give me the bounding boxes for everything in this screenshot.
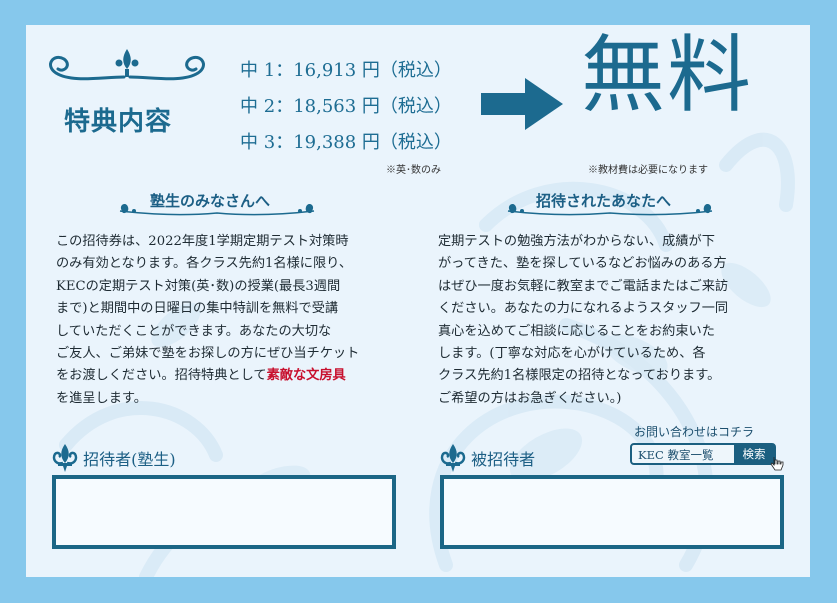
colon: ： [275, 96, 294, 117]
benefit-title: 特典内容 [64, 107, 173, 137]
invitee-label-row: 被招待者 [440, 443, 535, 473]
paragraph-line: ご希望の方はお急ぎください。) [438, 390, 622, 406]
price-value: 18,563 円 [293, 96, 380, 117]
school-search-box[interactable]: KEC 教室一覧 検索 [630, 443, 776, 465]
paragraph-line: がってきた、塾を探しているなどお悩みのある方 [438, 256, 727, 272]
paragraph-line: まで)と期間中の日曜日の集中特訓を無料で受講 [56, 301, 339, 317]
paragraph-line: 真心を込めてご相談に応じることをお約束いた [438, 323, 715, 339]
invitation-card: 特典内容 中 1：16,913 円（税込） 中 2：18,563 円（税込） 中… [26, 25, 810, 577]
title-ornament-icon [49, 49, 205, 81]
pointer-cursor-icon [770, 457, 784, 471]
grade-label: 中 2 [240, 96, 276, 117]
paragraph-line: KECの定期テスト対策(英･数)の授業(最長3週間 [56, 278, 341, 294]
colon: ： [275, 132, 294, 153]
price-row-grade2: 中 2：18,563 円（税込） [240, 89, 452, 125]
price-value: 16,913 円 [293, 60, 380, 81]
right-section-heading: 招待されたあなたへ [536, 192, 672, 210]
inviter-label: 招待者(塾生) [83, 450, 176, 469]
colon: ： [275, 60, 294, 81]
free-text: 無料 [581, 26, 754, 124]
title-block: 特典内容 [42, 43, 212, 153]
tax-label: （税込） [379, 60, 452, 81]
inviter-label-row: 招待者(塾生) [52, 443, 176, 473]
price-row-grade1: 中 1：16,913 円（税込） [240, 53, 452, 89]
search-keywords: KEC 教室一覧 [638, 448, 714, 462]
paragraph-line: この招待券は、2022年度1学期定期テスト対策時 [56, 234, 349, 249]
paragraph-line: ご友人、ご弟妹で塾をお探しの方にぜひ当チケット [56, 346, 360, 362]
left-heading-ornament-icon [119, 204, 315, 216]
grade-label: 中 3 [240, 132, 276, 153]
price-row-grade3: 中 3：19,388 円（税込） [240, 125, 452, 161]
left-paragraph: この招待券は、2022年度1学期定期テスト対策時 のみ有効となります。各クラス先… [56, 231, 406, 410]
right-arrow-icon [481, 78, 563, 130]
right-paragraph: 定期テストの勉強方法がわからない、成績が下 がってきた、塾を探しているなどお悩み… [438, 231, 798, 410]
inviter-name-box[interactable] [52, 475, 396, 549]
left-section-heading: 塾生のみなさんへ [150, 192, 271, 210]
paragraph-line: していただくことができます。あなたの大切な [56, 323, 332, 339]
price-note: ※英･数のみ [386, 165, 441, 176]
price-list: 中 1：16,913 円（税込） 中 2：18,563 円（税込） 中 3：19… [240, 53, 452, 161]
free-note: ※教材費は必要になります [588, 165, 708, 176]
fleur-de-lis-icon [440, 444, 466, 472]
tax-label: （税込） [379, 132, 452, 153]
search-button[interactable]: 検索 [734, 445, 774, 463]
paragraph-line: クラス先約1名様限定の招待となっております。 [438, 368, 721, 384]
stationery-highlight: 素敵な文房具 [266, 368, 346, 384]
price-value: 19,388 円 [293, 132, 380, 153]
paragraph-line: をお渡しください。招待特典として素敵な文房具 [56, 365, 406, 387]
paragraph-text: をお渡しください。招待特典として [56, 368, 267, 384]
invitee-name-box[interactable] [440, 475, 784, 549]
paragraph-line: はぜひ一度お気軽に教室までご電話またはご来訪 [438, 278, 729, 294]
paragraph-line: のみ有効となります。各クラス先約1名様に限り、 [56, 256, 353, 272]
fleur-de-lis-icon [52, 444, 78, 472]
paragraph-line: します。(丁寧な対応を心がけているため、各 [438, 346, 706, 362]
grade-label: 中 1 [240, 60, 276, 81]
paragraph-line: ください。あなたの力になれるようスタッフ一同 [438, 301, 729, 317]
paragraph-line: 定期テストの勉強方法がわからない、成績が下 [438, 234, 715, 249]
invitee-label: 被招待者 [471, 450, 536, 469]
tax-label: （税込） [379, 96, 452, 117]
contact-title: お問い合わせはコチラ [634, 425, 755, 439]
right-heading-ornament-icon [507, 204, 713, 216]
paragraph-line: を進呈します。 [56, 390, 147, 406]
